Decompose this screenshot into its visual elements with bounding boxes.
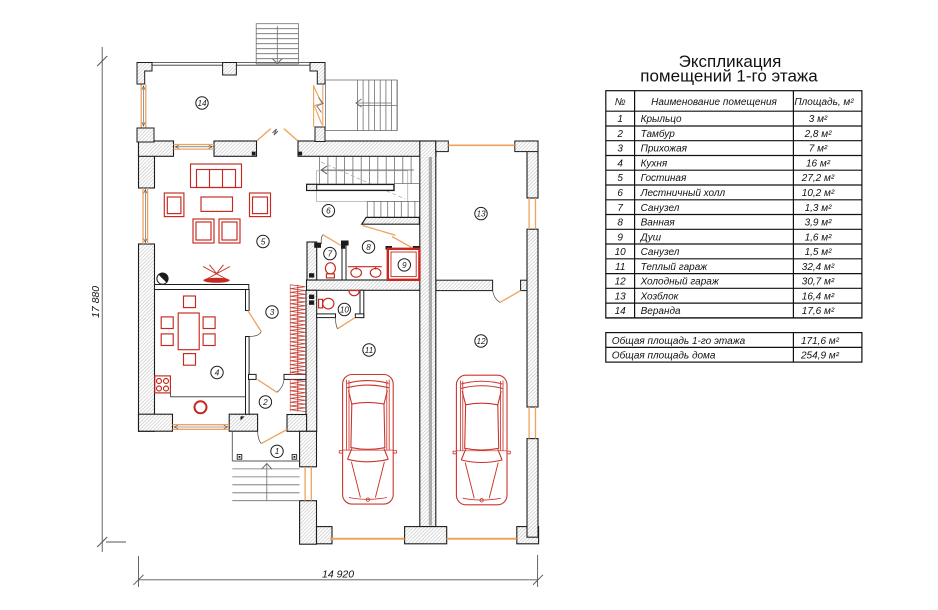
svg-text:11: 11 (365, 346, 374, 355)
svg-text:30,7 м²: 30,7 м² (802, 277, 835, 288)
svg-text:7 м²: 7 м² (809, 144, 828, 155)
svg-text:1: 1 (275, 447, 280, 456)
svg-text:3: 3 (270, 308, 275, 317)
svg-text:14 920: 14 920 (322, 569, 354, 581)
svg-text:16,4 м²: 16,4 м² (802, 291, 835, 302)
svg-text:Экспликация: Экспликация (679, 52, 782, 71)
svg-text:Наименование помещения: Наименование помещения (651, 97, 777, 108)
svg-text:9: 9 (617, 232, 623, 243)
svg-text:10,2 м²: 10,2 м² (802, 188, 835, 199)
svg-text:254,9 м²: 254,9 м² (800, 351, 840, 362)
svg-text:Хозблок: Хозблок (640, 290, 680, 302)
svg-text:Веранда: Веранда (641, 306, 681, 317)
svg-text:Душ: Душ (640, 232, 662, 243)
svg-text:Санузел: Санузел (641, 247, 680, 258)
svg-text:10: 10 (340, 305, 350, 314)
svg-text:№: № (615, 97, 626, 108)
svg-text:3,9 м²: 3,9 м² (805, 218, 833, 229)
svg-text:13: 13 (476, 210, 486, 219)
svg-text:2: 2 (262, 398, 268, 407)
svg-text:8: 8 (617, 218, 623, 229)
svg-text:5: 5 (261, 237, 266, 246)
svg-text:4: 4 (617, 158, 623, 169)
svg-text:27,2 м²: 27,2 м² (801, 173, 835, 184)
svg-text:Санузел: Санузел (641, 203, 680, 214)
svg-text:Крыльцо: Крыльцо (641, 114, 682, 125)
svg-text:4: 4 (215, 368, 220, 377)
svg-text:1,6 м²: 1,6 м² (805, 232, 833, 243)
svg-text:9: 9 (402, 261, 407, 270)
svg-text:помещений 1-го этажа: помещений 1-го этажа (640, 67, 818, 86)
svg-text:7: 7 (617, 203, 623, 214)
svg-text:Лестничный холл: Лестничный холл (640, 188, 726, 199)
svg-text:10: 10 (615, 247, 627, 258)
svg-text:32,4 м²: 32,4 м² (802, 262, 835, 273)
svg-text:Общая площадь дома: Общая площадь дома (612, 350, 716, 362)
svg-text:12: 12 (476, 337, 486, 346)
svg-text:5: 5 (617, 173, 623, 184)
svg-text:1,5 м²: 1,5 м² (805, 247, 833, 258)
svg-text:1: 1 (617, 114, 623, 125)
svg-text:3: 3 (617, 144, 623, 155)
svg-text:12: 12 (615, 277, 627, 288)
svg-text:6: 6 (326, 207, 331, 216)
svg-text:Кухня: Кухня (641, 158, 668, 169)
svg-text:2,8 м²: 2,8 м² (804, 129, 833, 140)
svg-text:17,6 м²: 17,6 м² (802, 306, 835, 317)
svg-text:Теплый гараж: Теплый гараж (641, 262, 709, 273)
svg-text:2: 2 (616, 129, 623, 140)
svg-text:11: 11 (615, 262, 625, 273)
svg-text:Ванная: Ванная (641, 218, 676, 229)
svg-text:1,3 м²: 1,3 м² (805, 203, 833, 214)
svg-text:16 м²: 16 м² (806, 158, 831, 169)
svg-text:Тамбур: Тамбур (641, 128, 676, 140)
svg-text:7: 7 (328, 250, 333, 259)
svg-text:171,6 м²: 171,6 м² (801, 336, 840, 347)
svg-text:Площадь, м²: Площадь, м² (794, 97, 854, 108)
svg-text:Гостиная: Гостиная (641, 173, 687, 184)
svg-text:Холодный гараж: Холодный гараж (640, 277, 720, 288)
svg-text:14: 14 (197, 99, 207, 108)
svg-text:Прихожая: Прихожая (641, 144, 688, 155)
svg-text:17 880: 17 880 (90, 286, 102, 318)
svg-text:13: 13 (615, 291, 627, 302)
svg-text:8: 8 (366, 243, 371, 252)
svg-text:14: 14 (615, 306, 627, 317)
svg-text:Общая площадь 1-го этажа: Общая площадь 1-го этажа (612, 335, 746, 347)
svg-text:3 м²: 3 м² (809, 114, 828, 125)
svg-text:6: 6 (617, 188, 623, 199)
